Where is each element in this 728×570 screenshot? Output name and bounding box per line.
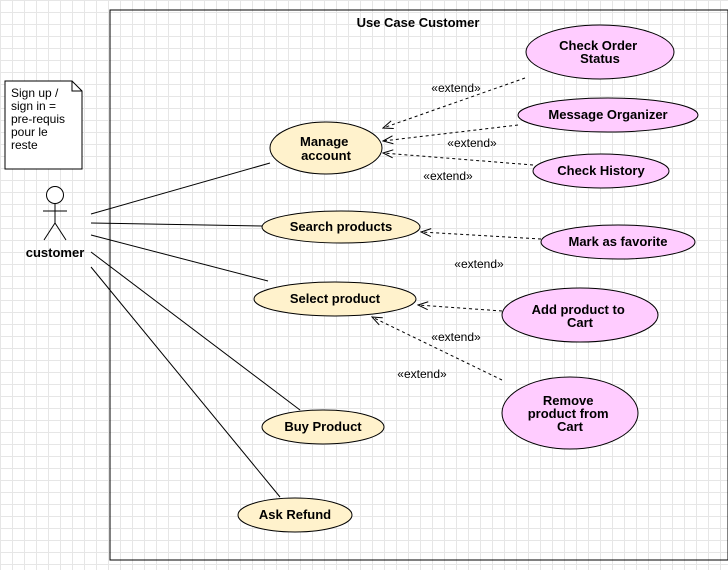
extend-remove-from-cart	[372, 317, 503, 381]
use-case-check-history[interactable]: Check History	[532, 153, 670, 189]
note-line: pre-requis	[11, 112, 65, 126]
use-case-label: Cart	[567, 315, 594, 330]
note-line: pour le	[11, 125, 48, 139]
svg-text:Add product to Cart: Add product to Cart	[532, 302, 629, 330]
extend-relations	[372, 77, 542, 381]
use-case-label: Status	[580, 51, 620, 66]
note-line: reste	[11, 138, 38, 152]
extend-label: «extend»	[431, 330, 481, 344]
use-case-ask-refund[interactable]: Ask Refund	[237, 497, 353, 533]
svg-text:Manage account: Manage account	[300, 134, 352, 163]
association-ask-refund	[90, 266, 281, 498]
association-select-product	[90, 234, 269, 282]
use-case-select-product[interactable]: Select product	[253, 281, 417, 317]
use-case-manage-account[interactable]: Manage account	[269, 121, 383, 175]
association-buy-product	[90, 251, 301, 411]
use-case-label: Buy Product	[284, 419, 362, 434]
use-case-label: Remove	[543, 393, 594, 408]
svg-text:Check Order Status: Check Order Status	[559, 38, 641, 66]
use-case-check-order-status[interactable]: Check Order Status	[525, 24, 675, 80]
extend-add-to-cart	[418, 305, 503, 312]
use-case-label: account	[301, 148, 352, 163]
note-line: sign in =	[11, 99, 56, 113]
extend-label: «extend»	[397, 367, 447, 381]
use-case-label: Add product to	[532, 302, 625, 317]
extend-label: «extend»	[431, 81, 481, 95]
use-case-label: product from	[528, 406, 609, 421]
extend-check-order-status	[383, 77, 526, 128]
use-case-mark-favorite[interactable]: Mark as favorite	[540, 224, 696, 260]
use-case-label: Search products	[290, 219, 393, 234]
extend-label: «extend»	[447, 136, 497, 150]
extend-message-organizer	[383, 124, 519, 141]
use-case-label: Message Organizer	[548, 107, 667, 122]
actor-customer[interactable]	[43, 186, 67, 241]
svg-text:Remove product from: Remove product from Cart	[528, 393, 613, 434]
extend-label: «extend»	[423, 169, 473, 183]
system-title: Use Case Customer	[357, 15, 480, 30]
note-line: Sign up /	[11, 86, 59, 100]
association-search-products	[90, 222, 263, 227]
actor-label: customer	[26, 245, 85, 260]
association-manage-account	[90, 162, 271, 215]
use-case-label: Manage	[300, 134, 348, 149]
use-case-label: Check History	[557, 163, 645, 178]
use-case-label: Cart	[557, 419, 584, 434]
use-case-label: Select product	[290, 291, 381, 306]
use-case-label: Check Order	[559, 38, 637, 53]
extend-mark-favorite	[421, 232, 542, 240]
extend-check-history	[383, 153, 534, 166]
note: Sign up / sign in = pre-requis pour le r…	[4, 80, 83, 170]
use-case-message-organizer[interactable]: Message Organizer	[517, 97, 699, 133]
use-case-label: Ask Refund	[259, 507, 331, 522]
use-case-remove-from-cart[interactable]: Remove product from Cart	[501, 376, 639, 450]
note-text: Sign up / sign in = pre-requis pour le r…	[11, 86, 68, 152]
use-case-label: Mark as favorite	[569, 234, 668, 249]
use-case-add-to-cart[interactable]: Add product to Cart	[501, 287, 659, 343]
use-case-buy-product[interactable]: Buy Product	[261, 409, 385, 445]
associations	[90, 162, 301, 498]
use-case-search-products[interactable]: Search products	[261, 210, 421, 244]
extend-label: «extend»	[454, 257, 504, 271]
system-boundary: Use Case Customer	[109, 9, 728, 561]
